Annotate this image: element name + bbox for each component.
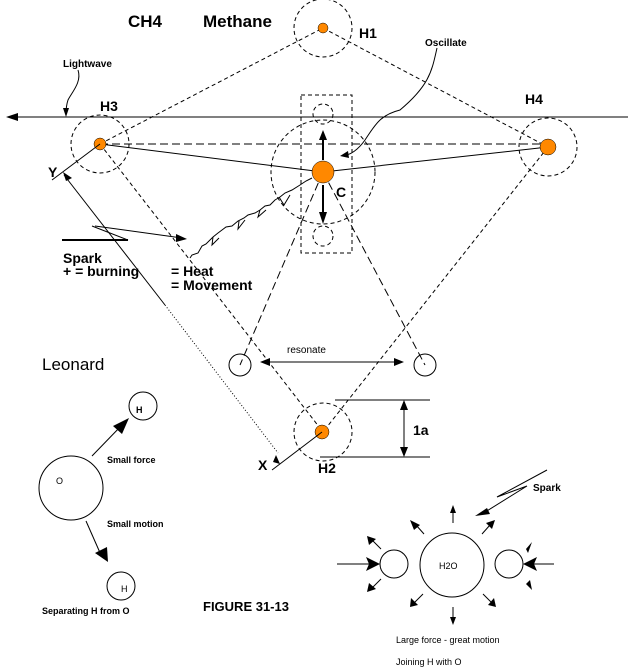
- atom-carbon: [311, 160, 335, 184]
- spark-arrow-icon: [176, 234, 187, 242]
- oscillate-label: Oscillate: [425, 38, 467, 49]
- water-center-label: H2O: [439, 561, 458, 571]
- dimension-down-arrow-icon: [400, 447, 408, 457]
- lightwave-label: Lightwave: [63, 59, 112, 70]
- spark-bolt-icon: [62, 225, 129, 241]
- c-orbit: [270, 119, 376, 225]
- h4-label: H4: [525, 91, 543, 107]
- atom-h4: [539, 138, 557, 156]
- water-center-circle: [419, 532, 485, 598]
- bond-h3-h2: [99, 143, 324, 433]
- water-force-caption: Large force - great motion: [396, 635, 500, 645]
- resonate-left-arrow-icon: [260, 358, 270, 366]
- y-axis-line: [51, 143, 101, 181]
- oscillate-arrow-icon: [340, 151, 349, 158]
- water-left-inward-arrowhead-icon: [366, 557, 380, 571]
- h3-orbit: [70, 114, 130, 174]
- formula-label: CH4: [128, 12, 163, 31]
- water-spark-bolt-icon: [481, 469, 548, 515]
- resonate-left-circle: [228, 353, 252, 377]
- leonard-motion-arrow: [85, 520, 102, 556]
- atom-h1: [317, 22, 329, 34]
- spark-pointer-line: [94, 225, 183, 239]
- resonate-right-circle: [413, 353, 437, 377]
- resonate-right-arrow-icon: [394, 358, 404, 366]
- bond-c-h4: [322, 146, 549, 173]
- leonard-force-arrowhead-icon: [113, 418, 129, 434]
- x-axis-label: X: [258, 457, 268, 473]
- x-axis-line: [271, 431, 323, 471]
- water-right-hydrogen-circle: [494, 549, 524, 579]
- x-diagonal-dotted: [164, 304, 279, 454]
- leonard-oxygen-circle: [38, 455, 104, 521]
- oscillation-bottom-circle: [312, 225, 334, 247]
- water-left-hydrogen-circle: [379, 549, 409, 579]
- leonard-hydrogen-bottom-circle: [106, 571, 136, 601]
- h4-orbit: [518, 117, 578, 177]
- bond-h4-h2: [322, 146, 549, 433]
- c-up-arrowhead-icon: [319, 130, 327, 140]
- bond-c-left: [239, 171, 324, 366]
- lightwave-pointer: [65, 69, 80, 115]
- burning-label: + = burning: [63, 263, 139, 279]
- y-arrow-icon: [63, 172, 72, 181]
- h3-label: H3: [100, 98, 118, 114]
- leonard-hydrogen-top-circle: [128, 391, 158, 421]
- oscillation-top-circle: [312, 103, 334, 125]
- lightwave-pointer-arrow-icon: [63, 108, 69, 117]
- heat-wave-loops: [211, 194, 291, 247]
- water-outward-arrows: [367, 505, 532, 625]
- water-right-inward-arrowhead-icon: [523, 557, 537, 571]
- heat-wave-line: [189, 177, 313, 259]
- oscillate-pointer: [344, 47, 438, 156]
- bond-c-right: [322, 171, 426, 366]
- h1-label: H1: [359, 25, 377, 41]
- water-spark-arrowhead-icon: [475, 508, 490, 516]
- leonard-caption: Separating H from O: [42, 606, 130, 616]
- movement-label: = Movement: [171, 277, 253, 293]
- h2-label: H2: [318, 460, 336, 476]
- leonard-hydrogen-top-label: H: [136, 405, 143, 415]
- bond-h3-h1: [99, 27, 324, 145]
- leonard-hydrogen-bottom-label: H: [121, 584, 128, 594]
- heat-label: = Heat: [171, 263, 214, 279]
- leonard-motion-arrowhead-icon: [95, 547, 108, 562]
- water-spark-label: Spark: [533, 483, 561, 494]
- oscillation-box: [300, 94, 353, 254]
- leonard-title: Leonard: [42, 355, 104, 374]
- resonate-label: resonate: [287, 345, 326, 356]
- lightwave-arrow-icon: [6, 113, 18, 121]
- small-motion-label: Small motion: [107, 519, 164, 529]
- molecule-name-label: Methane: [203, 12, 272, 31]
- figure-label: FIGURE 31-13: [203, 599, 289, 614]
- leonard-force-arrow: [91, 424, 123, 457]
- h2-orbit: [293, 402, 353, 462]
- x-arrow-icon: [273, 455, 280, 464]
- h1-orbit: [293, 0, 353, 58]
- bond-h1-h4: [322, 27, 549, 148]
- c-down-arrowhead-icon: [319, 212, 327, 224]
- spark-label: Spark: [63, 250, 102, 266]
- water-join-caption: Joining H with O: [396, 657, 462, 667]
- y-axis-label: Y: [48, 164, 58, 180]
- bond-c-h3: [99, 143, 324, 173]
- leonard-oxygen-label: O: [56, 476, 63, 486]
- carbon-label: C: [336, 184, 346, 200]
- small-force-label: Small force: [107, 455, 156, 465]
- distance-label: 1a: [413, 422, 429, 438]
- dimension-up-arrow-icon: [400, 400, 408, 410]
